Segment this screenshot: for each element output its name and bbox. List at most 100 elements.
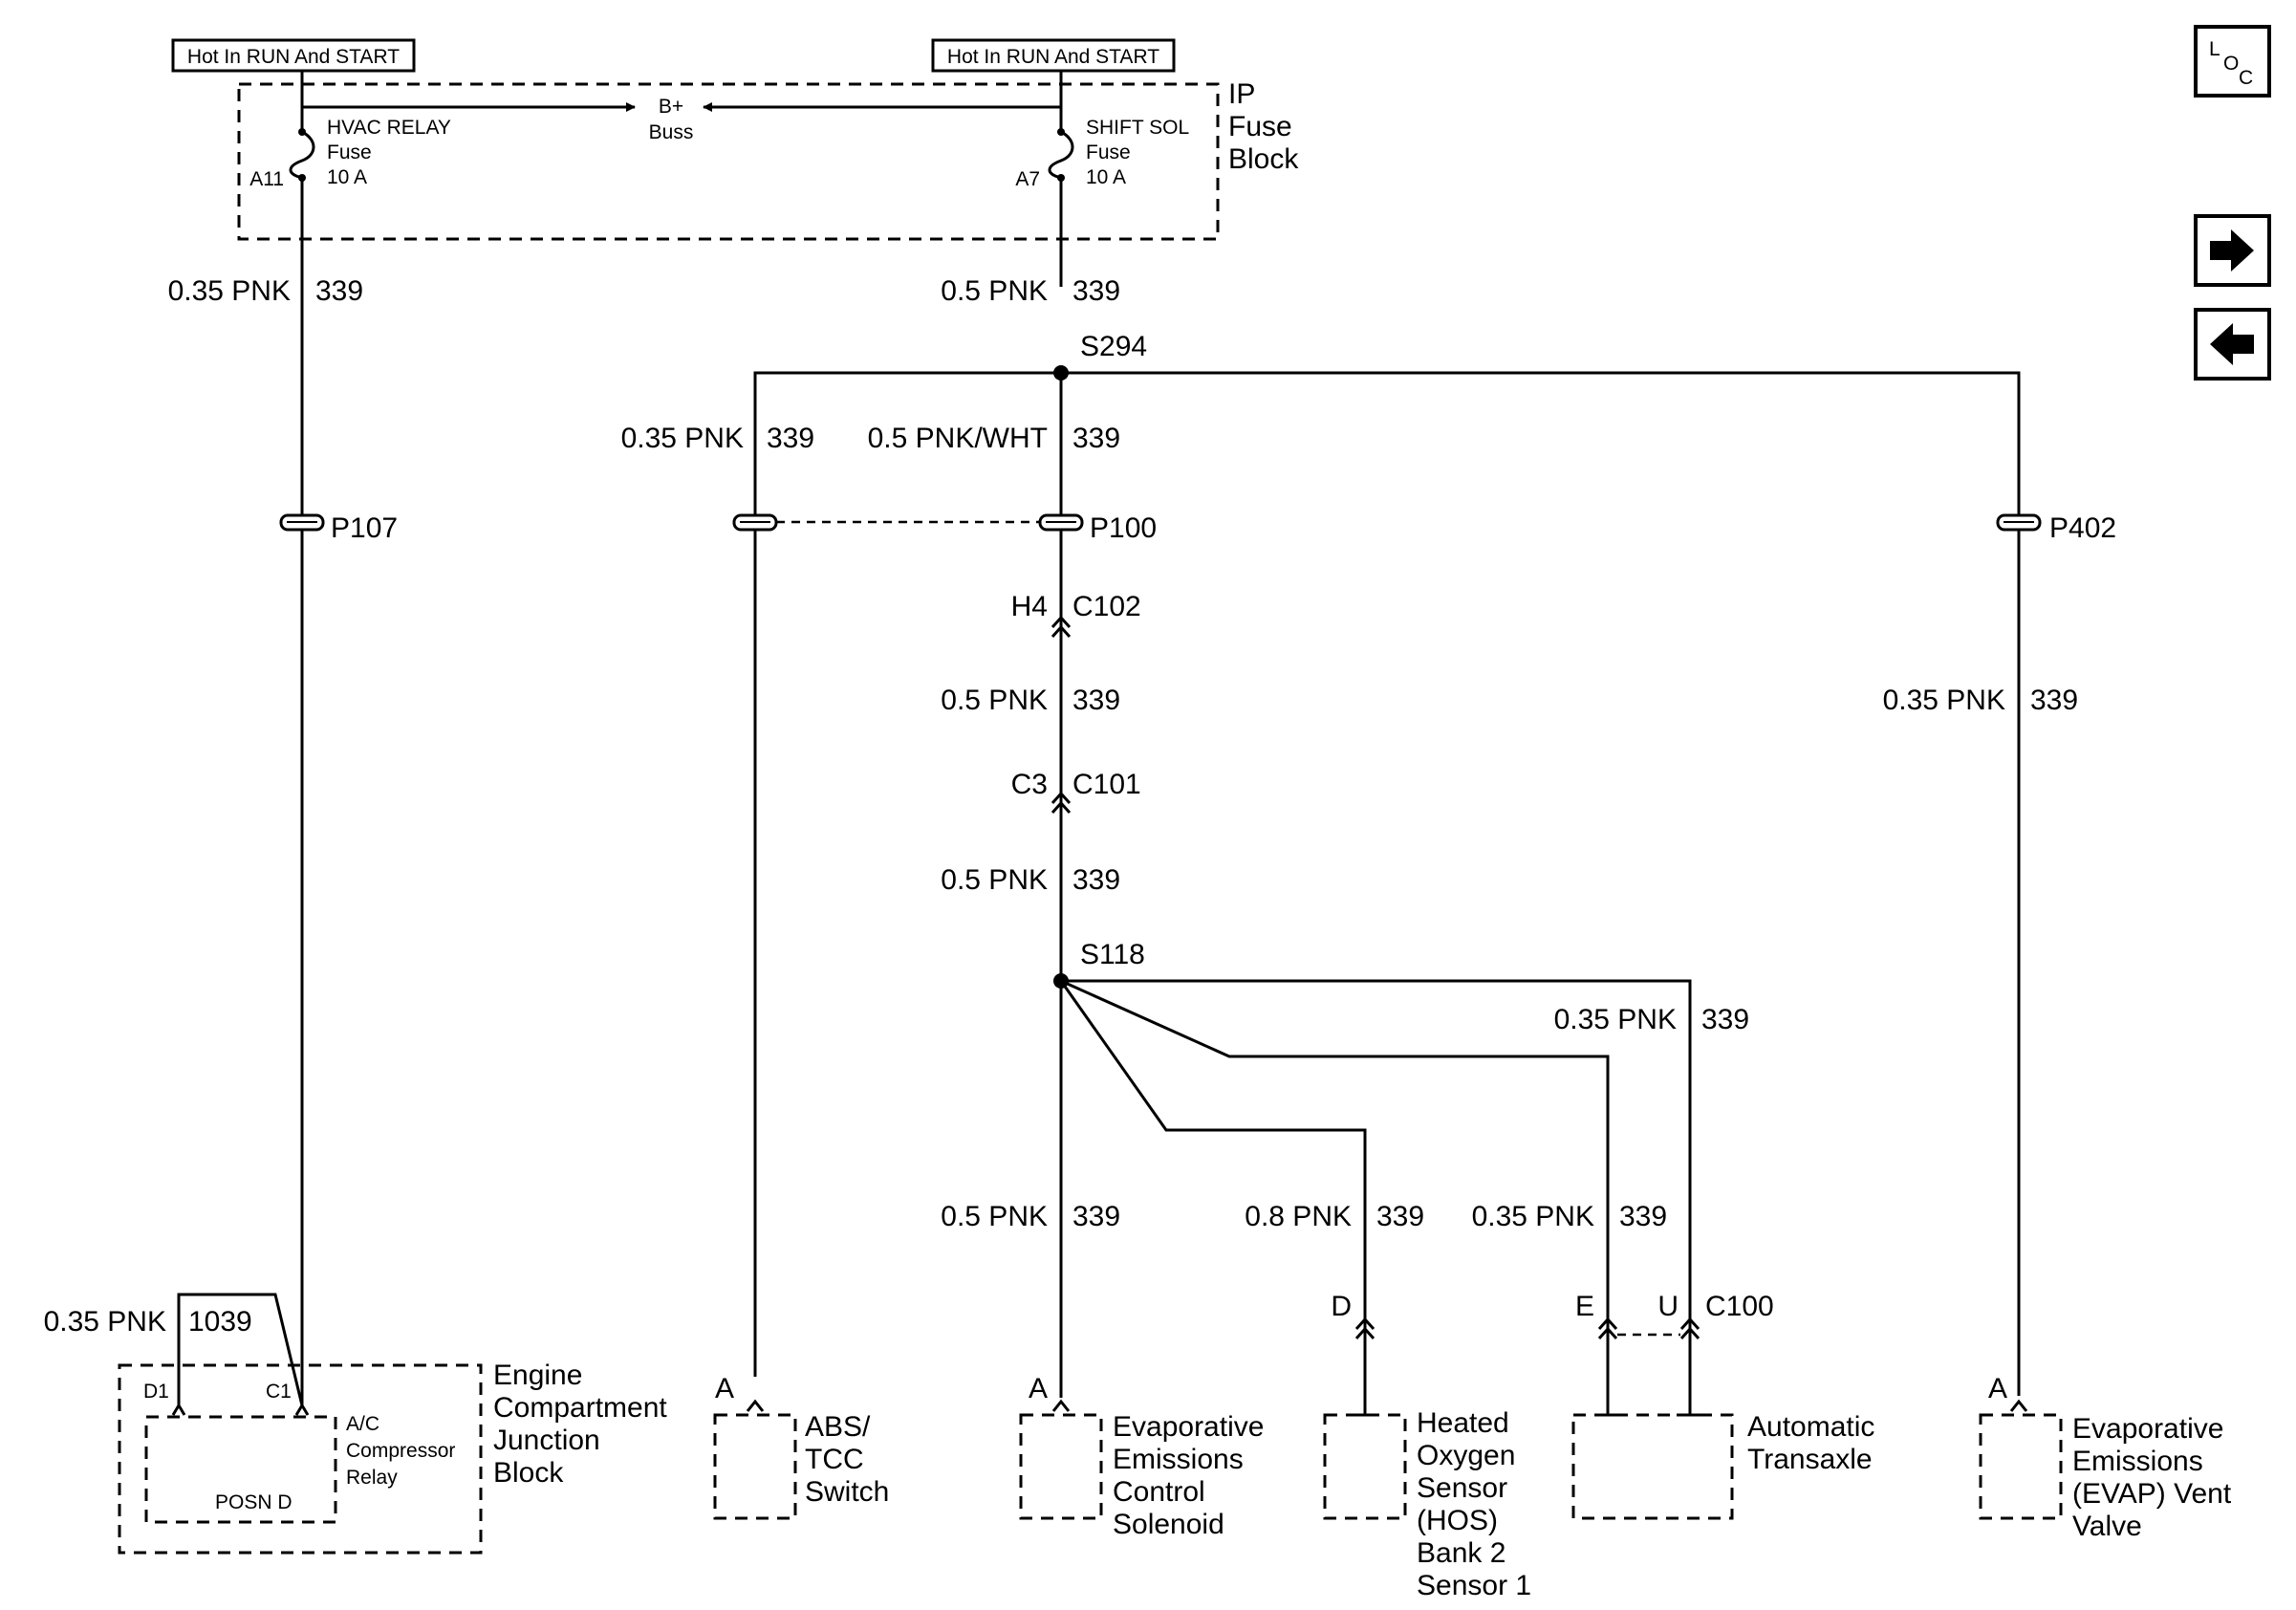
svg-text:0.35 PNK: 0.35 PNK: [44, 1306, 166, 1338]
fuse-hvac-relay: HVAC RELAY Fuse 10 A A11: [249, 107, 451, 287]
svg-text:0.5 PNK: 0.5 PNK: [941, 275, 1048, 307]
connector-c102: H4 C102: [1011, 591, 1141, 639]
svg-text:POSN D: POSN D: [215, 1491, 292, 1513]
svg-text:SHIFT SOL: SHIFT SOL: [1086, 117, 1189, 139]
svg-text:Solenoid: Solenoid: [1113, 1509, 1224, 1540]
svg-text:D1: D1: [143, 1381, 169, 1403]
svg-text:ABS/: ABS/: [805, 1411, 871, 1443]
svg-text:10 A: 10 A: [327, 166, 367, 188]
svg-text:Control: Control: [1113, 1476, 1205, 1508]
svg-text:A: A: [715, 1373, 734, 1404]
svg-text:Block: Block: [493, 1457, 564, 1489]
svg-text:IP: IP: [1228, 78, 1255, 110]
svg-text:Evaporative: Evaporative: [1113, 1411, 1264, 1443]
prev-page-button[interactable]: [2194, 308, 2271, 381]
wire-1039: 0.35 PNK 1039: [44, 1293, 304, 1406]
wire-center-pnk-wht: 0.5 PNK/WHT 339: [868, 373, 1120, 981]
svg-text:Evaporative: Evaporative: [2072, 1413, 2223, 1445]
svg-text:Junction: Junction: [493, 1425, 600, 1456]
wire-center-mid-2: 0.5 PNK 339: [941, 864, 1120, 896]
svg-text:P402: P402: [2049, 512, 2116, 544]
passthrough-p402: P402: [1996, 512, 2116, 544]
svg-text:0.35 PNK: 0.35 PNK: [1554, 1004, 1677, 1035]
svg-text:Sensor: Sensor: [1417, 1472, 1507, 1504]
svg-text:339: 339: [2030, 685, 2078, 716]
svg-text:H4: H4: [1011, 591, 1048, 622]
svg-text:0.5 PNK: 0.5 PNK: [941, 1201, 1048, 1232]
b-plus-bus: B+ Buss: [302, 96, 1061, 143]
component-evap-control-solenoid: A Evaporative Emissions Control Solenoid: [1019, 1373, 1264, 1540]
svg-text:Relay: Relay: [346, 1467, 398, 1489]
wire-transaxle-e: 0.35 PNK 339: [1472, 1201, 1667, 1232]
svg-text:10 A: 10 A: [1086, 166, 1126, 188]
svg-text:C1: C1: [266, 1381, 292, 1403]
svg-text:Buss: Buss: [649, 121, 694, 143]
svg-text:339: 339: [1701, 1004, 1749, 1035]
wire-transaxle-u: 0.35 PNK 339: [1554, 1004, 1749, 1035]
svg-text:E: E: [1575, 1291, 1594, 1322]
svg-text:0.5 PNK/WHT: 0.5 PNK/WHT: [868, 423, 1048, 454]
svg-text:Engine: Engine: [493, 1360, 582, 1391]
hot-label-left: Hot In RUN And START: [171, 38, 416, 73]
ip-fuse-block: IP Fuse Block: [237, 78, 1299, 241]
svg-text:0.5 PNK: 0.5 PNK: [941, 864, 1048, 896]
svg-text:C100: C100: [1705, 1291, 1774, 1322]
svg-text:TCC: TCC: [805, 1444, 864, 1475]
svg-text:Switch: Switch: [805, 1476, 889, 1508]
connector-c101: C3 C101: [1011, 769, 1141, 815]
svg-text:Fuse: Fuse: [327, 141, 372, 163]
svg-text:Fuse: Fuse: [1228, 111, 1292, 142]
svg-text:P107: P107: [331, 512, 398, 544]
svg-text:Hot In RUN And START: Hot In RUN And START: [187, 46, 400, 68]
svg-text:C101: C101: [1072, 769, 1141, 800]
svg-text:0.35 PNK: 0.35 PNK: [168, 275, 291, 307]
svg-text:Emissions: Emissions: [1113, 1444, 1244, 1475]
svg-text:L: L: [2209, 38, 2220, 60]
svg-text:Oxygen: Oxygen: [1417, 1440, 1515, 1471]
passthrough-p100: P100: [732, 512, 1157, 544]
svg-text:Sensor 1: Sensor 1: [1417, 1570, 1531, 1601]
svg-text:A: A: [1029, 1373, 1048, 1404]
wire-center-upper: 0.5 PNK 339: [941, 275, 1120, 307]
wire-evap-vent: 0.35 PNK 339: [1883, 685, 2078, 716]
svg-text:Bank 2: Bank 2: [1417, 1537, 1505, 1569]
splice-s294: S294: [753, 331, 2021, 1396]
svg-text:Hot In RUN And START: Hot In RUN And START: [947, 46, 1159, 68]
svg-text:A7: A7: [1015, 168, 1040, 190]
svg-text:1039: 1039: [188, 1306, 252, 1338]
svg-text:339: 339: [1072, 864, 1120, 896]
svg-text:339: 339: [1072, 1201, 1120, 1232]
next-page-button[interactable]: [2194, 214, 2271, 287]
loc-button[interactable]: L O C: [2194, 25, 2271, 98]
splice-s118: S118: [1053, 939, 1692, 1415]
ac-compressor-relay: A/C Compressor Relay POSN D: [144, 1413, 455, 1524]
svg-text:A11: A11: [249, 168, 284, 190]
hot-label-right: Hot In RUN And START: [931, 38, 1176, 73]
svg-text:Block: Block: [1228, 143, 1299, 175]
svg-text:B+: B+: [659, 96, 683, 118]
wire-hos: 0.8 PNK 339: [1245, 1201, 1424, 1232]
svg-text:Transaxle: Transaxle: [1747, 1444, 1873, 1475]
component-heated-oxygen-sensor: D Heated Oxygen Sensor (HOS) Bank 2 Sens…: [1323, 1291, 1531, 1601]
svg-text:S294: S294: [1080, 331, 1147, 362]
svg-text:339: 339: [315, 275, 363, 307]
engine-compartment-junction-block: Engine Compartment Junction Block: [118, 1360, 667, 1555]
svg-text:0.35 PNK: 0.35 PNK: [1472, 1201, 1594, 1232]
svg-text:Compartment: Compartment: [493, 1392, 667, 1424]
svg-text:C102: C102: [1072, 591, 1141, 622]
svg-text:(HOS): (HOS): [1417, 1505, 1498, 1536]
svg-text:A: A: [1988, 1373, 2007, 1404]
svg-text:Heated: Heated: [1417, 1407, 1509, 1439]
svg-text:P100: P100: [1090, 512, 1157, 544]
component-evap-vent-valve: A Evaporative Emissions (EVAP) Vent Valv…: [1979, 1373, 2232, 1542]
svg-text:Valve: Valve: [2072, 1511, 2142, 1542]
svg-text:0.5 PNK: 0.5 PNK: [941, 685, 1048, 716]
svg-text:(EVAP) Vent: (EVAP) Vent: [2072, 1478, 2232, 1510]
component-abs-tcc-switch: A ABS/ TCC Switch: [713, 1373, 889, 1520]
svg-text:339: 339: [1376, 1201, 1424, 1232]
svg-text:Fuse: Fuse: [1086, 141, 1131, 163]
svg-text:0.35 PNK: 0.35 PNK: [1883, 685, 2005, 716]
svg-text:0.8 PNK: 0.8 PNK: [1245, 1201, 1352, 1232]
component-automatic-transaxle: E U C100 Automatic Transaxle: [1571, 1291, 1874, 1520]
fuse-shift-sol: SHIFT SOL Fuse 10 A A7: [1015, 107, 1189, 287]
